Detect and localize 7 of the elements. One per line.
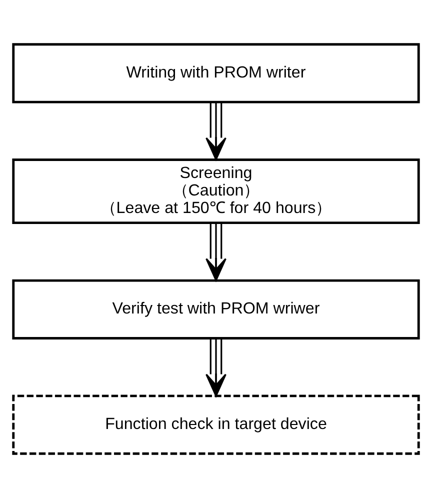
arrow xyxy=(206,338,226,397)
node-box: Verify test with PROM wriwer xyxy=(12,279,420,340)
node-box: Writing with PROM writer xyxy=(12,43,420,104)
arrow xyxy=(206,102,226,160)
arrow xyxy=(206,222,226,282)
node-box: Function check in target device xyxy=(12,394,420,455)
node-box: Screening （Caution） （Leave at 150℃ for 40 hours） xyxy=(12,158,420,224)
